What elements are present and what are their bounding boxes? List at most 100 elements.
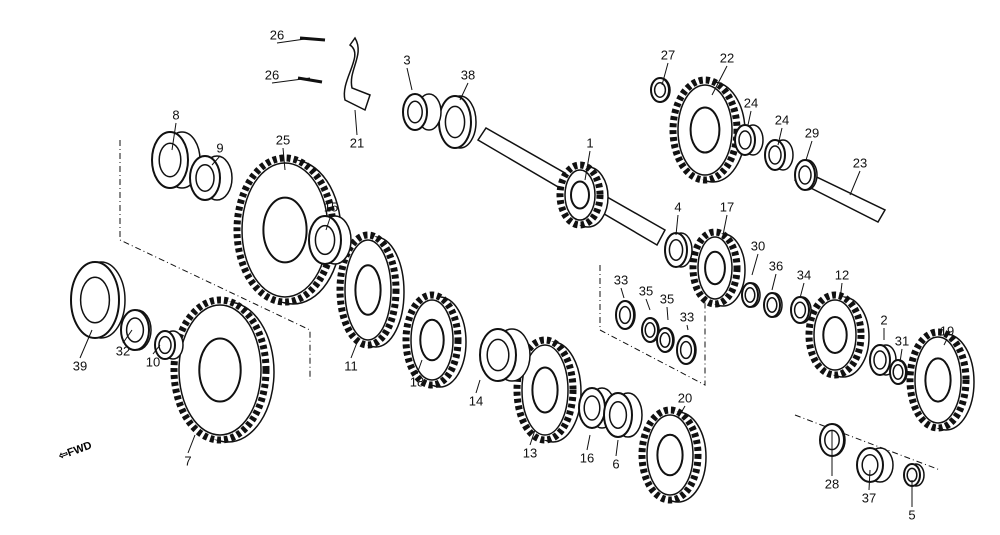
callout-14: 14	[468, 393, 484, 409]
callout-10: 10	[145, 354, 161, 370]
callout-24: 24	[743, 95, 759, 111]
gear-12-hub	[822, 316, 848, 354]
leader-line	[171, 122, 177, 151]
callout-24: 24	[774, 112, 790, 128]
leader-line	[459, 82, 469, 101]
bearing-16-bore	[583, 395, 601, 421]
clip-36-bore	[766, 297, 778, 313]
callout-21: 21	[349, 135, 365, 151]
washer-32-bore	[125, 317, 145, 343]
callout-30: 30	[750, 238, 766, 254]
bushing-9-bore	[195, 164, 215, 192]
callout-20: 20	[677, 390, 693, 406]
callout-18: 18	[409, 374, 425, 390]
bushing-14-bore	[486, 338, 510, 372]
leader-line	[122, 329, 133, 344]
part-8-bore	[158, 142, 182, 178]
leader-line	[805, 140, 813, 161]
callout-33: 33	[679, 309, 695, 325]
callout-1: 1	[586, 135, 594, 151]
leader-line	[771, 273, 777, 291]
gear-17-hub	[704, 250, 726, 286]
callout-32: 32	[115, 343, 131, 359]
callout-15: 15	[323, 199, 339, 215]
callout-17: 17	[719, 199, 735, 215]
washer-33-bore	[618, 305, 632, 325]
leader-line	[747, 110, 752, 126]
leader-line	[711, 65, 728, 96]
leader-line	[661, 62, 669, 86]
callout-25: 25	[275, 132, 291, 148]
callout-37: 37	[861, 490, 877, 506]
gear-20-hub	[656, 433, 684, 477]
gear-7-hub	[198, 337, 242, 403]
bushing-24b-bore	[768, 145, 782, 165]
callout-4: 4	[674, 199, 682, 215]
leader-line	[79, 329, 93, 359]
leader-line	[721, 214, 728, 241]
leader-line	[416, 359, 423, 375]
callout-27: 27	[660, 47, 676, 63]
callout-39: 39	[72, 358, 88, 374]
callout-19: 19	[939, 323, 955, 339]
leader-line	[406, 67, 413, 91]
callout-3: 3	[403, 52, 411, 68]
callout-26: 26	[264, 67, 280, 83]
gear-18-hub	[419, 318, 445, 362]
callout-13: 13	[522, 445, 538, 461]
leader-line	[529, 429, 536, 446]
bolt	[297, 76, 323, 84]
callout-35: 35	[659, 291, 675, 307]
leader-line	[187, 434, 196, 454]
bolt	[299, 36, 326, 42]
callout-7: 7	[184, 453, 192, 469]
leader-line	[777, 127, 783, 146]
callout-29: 29	[804, 125, 820, 141]
gear-13-hub	[531, 366, 559, 414]
callout-12: 12	[834, 267, 850, 283]
callout-34: 34	[796, 267, 812, 283]
bushing-15-bore	[314, 224, 336, 256]
leader-line	[868, 469, 871, 491]
washer-31-bore	[892, 364, 904, 380]
gear-11-hub	[354, 264, 382, 316]
leader-line	[282, 147, 286, 171]
callout-8: 8	[172, 107, 180, 123]
washer-29-bore	[798, 165, 812, 185]
collar-2-bore	[873, 350, 887, 370]
callout-26: 26	[269, 27, 285, 43]
leader-line	[354, 109, 358, 136]
leader-line	[584, 150, 591, 181]
leader-line	[475, 379, 481, 394]
washer-34-bore	[793, 301, 807, 319]
leader-line	[675, 214, 679, 236]
leader-line	[276, 37, 313, 44]
clip-35-bore	[644, 322, 656, 338]
callout-38: 38	[460, 67, 476, 83]
leader-line	[350, 339, 359, 359]
leader-line	[586, 434, 591, 451]
callout-33: 33	[613, 272, 629, 288]
bushing-24-bore	[738, 130, 752, 150]
gear-19-hub	[924, 357, 952, 403]
callout-5: 5	[908, 507, 916, 523]
leader-line	[325, 214, 332, 231]
callout-9: 9	[216, 140, 224, 156]
leader-line	[799, 282, 805, 299]
leader-line	[899, 348, 903, 363]
leader-line	[615, 439, 619, 457]
clip-30-bore	[744, 287, 756, 303]
callout-16: 16	[579, 450, 595, 466]
bracket	[343, 36, 371, 112]
leader-line	[645, 298, 651, 311]
callout-22: 22	[719, 50, 735, 66]
callout-2: 2	[880, 312, 888, 328]
clip-35b-bore	[659, 332, 671, 348]
leader-line	[943, 338, 948, 346]
leader-line	[271, 77, 311, 84]
collar-4-bore	[668, 239, 684, 261]
leader-line	[849, 170, 861, 196]
bushing-10-bore	[158, 335, 172, 355]
